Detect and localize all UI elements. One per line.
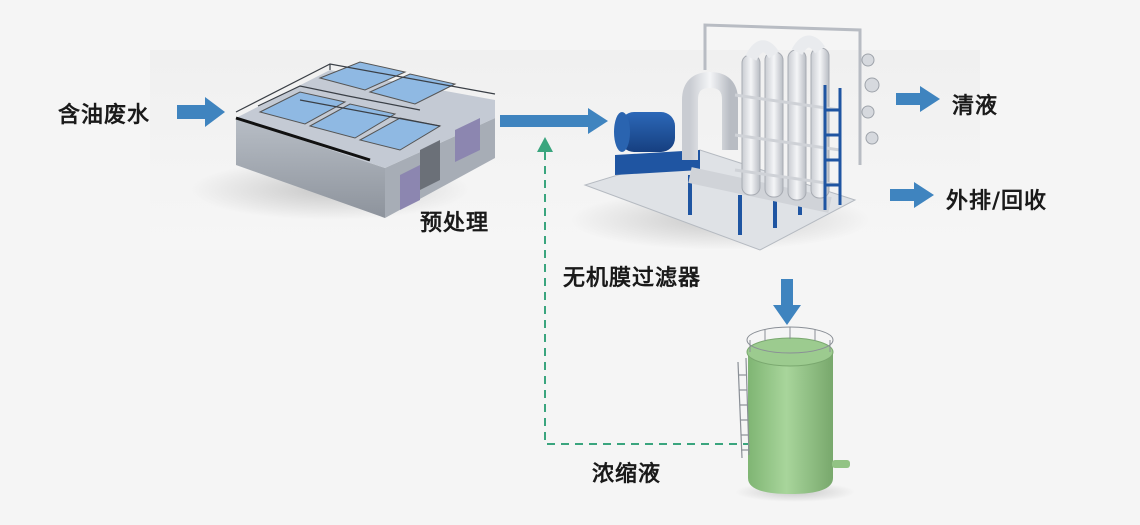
label-clear-liquid: 清液 [952,94,999,119]
label-concentrate: 浓缩液 [592,462,662,487]
recycle-dashed-line [537,137,752,445]
pretreatment-to-filter-arrow-icon [500,108,608,134]
discharge-recovery-arrow-icon [890,182,934,208]
clear-liquid-arrow-icon [896,86,940,112]
filter-to-concentrate-arrow-icon [773,279,801,325]
membrane-filter-skid-icon [570,23,880,251]
label-pretreatment: 预处理 [420,211,490,236]
label-membrane-filter: 无机膜过滤器 [563,266,702,291]
label-discharge-recovery: 外排/回收 [946,189,1048,214]
pretreatment-tank-icon [190,61,496,220]
inlet-arrow-icon [177,97,225,127]
label-inlet: 含油废水 [58,103,151,128]
recycle-arrowhead-icon [537,137,553,152]
concentrate-tank-icon [735,326,855,502]
